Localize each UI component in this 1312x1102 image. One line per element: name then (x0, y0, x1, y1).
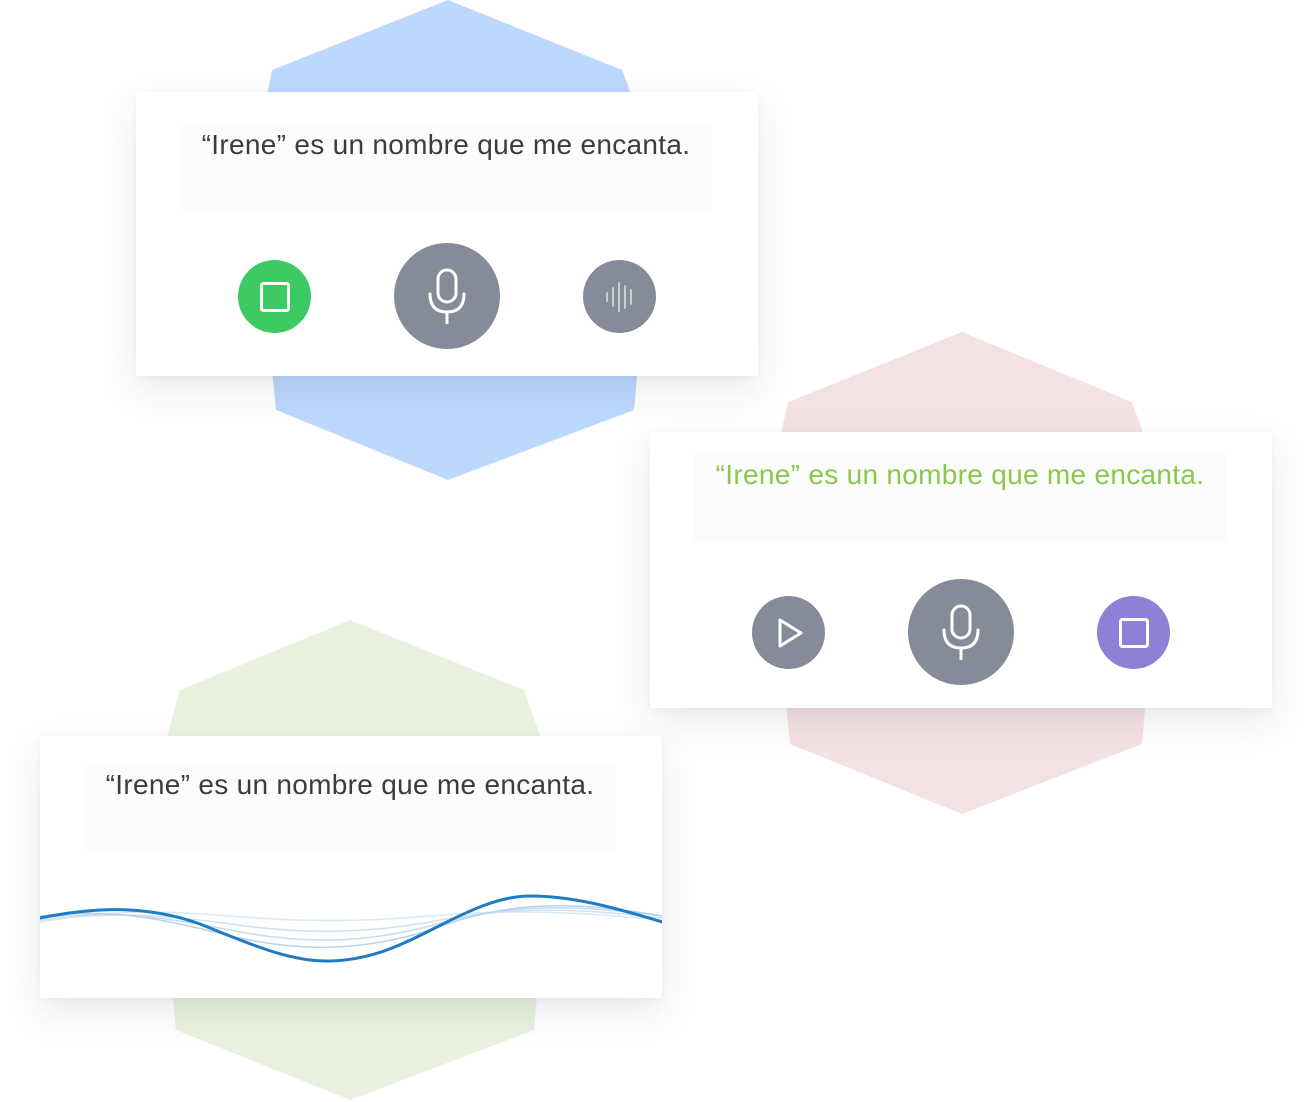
microphone-button[interactable] (394, 243, 500, 349)
audio-wave-button[interactable] (583, 260, 656, 333)
waveform-line-faint (40, 906, 662, 941)
microphone-icon (428, 268, 466, 324)
waveform-line-faint (40, 904, 662, 949)
waveform-card: “Irene” es un nombre que me encanta. (40, 736, 662, 998)
play-button[interactable] (752, 596, 825, 669)
play-icon (778, 618, 802, 647)
microphone-button[interactable] (908, 579, 1014, 685)
waveform-line-main (40, 894, 662, 963)
waveform-line-faint (40, 911, 662, 923)
microphone-icon (942, 604, 980, 660)
record-card: “Irene” es un nombre que me encanta. (136, 92, 758, 376)
stop-icon (1118, 617, 1149, 648)
playback-card: “Irene” es un nombre que me encanta. (650, 432, 1272, 708)
prompt-text: “Irene” es un nombre que me encanta. (694, 454, 1226, 542)
sound-waveform (40, 894, 662, 963)
prompt-text: “Irene” es un nombre que me encanta. (84, 764, 616, 852)
audio-wave-icon (605, 281, 632, 312)
stop-button[interactable] (238, 260, 311, 333)
stop-icon (259, 281, 290, 312)
prompt-text: “Irene” es un nombre que me encanta. (180, 124, 712, 212)
stop-button[interactable] (1097, 596, 1170, 669)
waveform-line-faint (40, 909, 662, 933)
